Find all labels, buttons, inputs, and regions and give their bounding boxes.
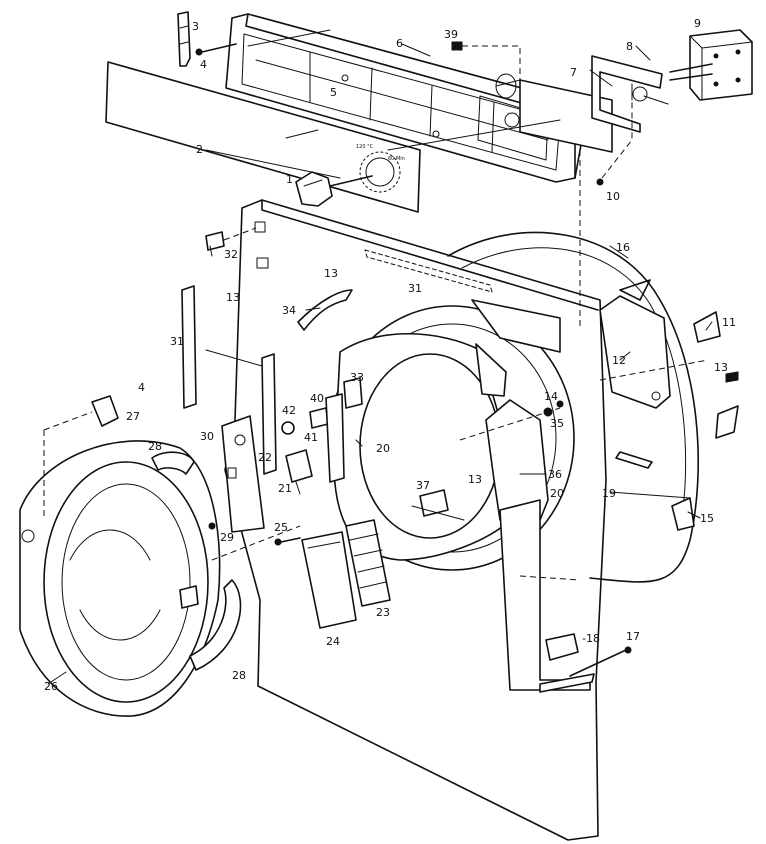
hinge-strip-28-top xyxy=(151,451,195,475)
leader-lines xyxy=(47,43,713,685)
bracket-part-8 xyxy=(591,55,669,133)
callout-5: 5 xyxy=(330,86,337,99)
callout-25: 25 xyxy=(274,521,288,534)
callout-labels: 1 2 3 4 4 5 6 7 8 9 10 11 12 13 13 13 13… xyxy=(44,17,736,693)
block-24 xyxy=(301,531,357,629)
dial-text-2: 60 Min xyxy=(388,156,405,162)
strip-31-left xyxy=(181,285,197,409)
screw-29 xyxy=(208,522,216,530)
filter-23 xyxy=(345,519,391,607)
callout-1: 1 xyxy=(286,173,293,186)
door-bowl-26 xyxy=(19,440,221,717)
callout-17: 17 xyxy=(626,630,640,643)
callout-13-a: 13 xyxy=(324,267,338,280)
door-switch-box xyxy=(669,29,753,101)
callout-31-left: 31 xyxy=(170,335,184,348)
clip-32 xyxy=(205,227,257,251)
callout-28-top: 28 xyxy=(148,440,162,453)
callout-27: 27 xyxy=(126,410,140,423)
nut-14 xyxy=(556,400,564,408)
callout-33: 33 xyxy=(350,371,364,384)
callout-12: 12 xyxy=(612,354,626,367)
callout-10: 10 xyxy=(606,190,620,203)
callout-13-d: 13 xyxy=(468,473,482,486)
assembly-guides xyxy=(43,29,709,581)
lock-21 xyxy=(285,449,313,495)
callout-13-c: 13 xyxy=(714,361,728,374)
callout-32: 32 xyxy=(224,248,238,261)
callout-7: 7 xyxy=(570,66,577,79)
door-hinge-bracket-36 xyxy=(471,299,591,691)
callout-40: 40 xyxy=(310,392,324,405)
callout-11: 11 xyxy=(722,316,736,329)
callout-24: 24 xyxy=(326,635,340,648)
washer-42 xyxy=(281,421,295,435)
callout-18: -18 xyxy=(582,632,600,645)
callout-28-bottom: 28 xyxy=(232,669,246,682)
callout-26: 26 xyxy=(44,680,58,693)
callout-3: 3 xyxy=(192,20,199,33)
callout-2: 2 xyxy=(196,143,203,156)
callout-19: 19 xyxy=(602,487,616,500)
callout-34: 34 xyxy=(282,304,296,317)
callout-13-b: 13 xyxy=(226,291,240,304)
callout-23: 23 xyxy=(376,606,390,619)
screw-25 xyxy=(274,537,301,546)
pin-17 xyxy=(569,646,632,677)
callout-15: 15 xyxy=(700,512,714,525)
callout-36: 36 xyxy=(548,468,562,481)
hinge-strip-28-bottom xyxy=(179,579,242,671)
latch-small xyxy=(615,451,653,469)
catch-33 xyxy=(343,377,363,409)
handle-34 xyxy=(297,289,353,331)
parts-37 xyxy=(411,489,465,521)
catch-40 xyxy=(325,393,345,483)
bracket-part-3 xyxy=(177,11,191,67)
screw-4-top xyxy=(195,43,237,56)
callout-22: 22 xyxy=(258,451,272,464)
hinge-27 xyxy=(43,395,119,431)
hinge-15 xyxy=(671,497,695,531)
callout-14: 14 xyxy=(544,390,558,403)
callout-16: 16 xyxy=(616,241,630,254)
callout-6: 6 xyxy=(396,37,403,50)
dial-text-1: 120 °C xyxy=(356,144,374,150)
callout-39: 39 xyxy=(444,28,458,41)
screw-39 xyxy=(451,41,521,80)
spring-18 xyxy=(545,633,579,661)
callout-29: 29 xyxy=(220,531,234,544)
callout-35: 35 xyxy=(550,417,564,430)
bottom-bracket xyxy=(539,673,595,693)
callout-21: 21 xyxy=(278,482,292,495)
bolt-13-right xyxy=(725,371,739,383)
callout-30: 30 xyxy=(200,430,214,443)
callout-9: 9 xyxy=(694,17,701,30)
clip-11 xyxy=(693,311,721,343)
callout-20-b: 20 xyxy=(550,487,564,500)
timer-knob xyxy=(295,171,373,207)
callout-4-top: 4 xyxy=(200,58,207,71)
door-seal-ring xyxy=(447,231,699,583)
callout-37: 37 xyxy=(416,479,430,492)
callout-8: 8 xyxy=(626,40,633,53)
callout-41: 41 xyxy=(304,431,318,444)
strip-31-mid xyxy=(205,349,277,475)
callout-20-a: 20 xyxy=(376,442,390,455)
screw-10 xyxy=(596,96,633,186)
nut-41 xyxy=(309,407,329,429)
hinge-plate-12 xyxy=(599,295,671,409)
fascia-plate: 120 °C 60 Min xyxy=(105,61,421,213)
callout-42: 42 xyxy=(282,404,296,417)
clip-unlabeled xyxy=(715,405,739,439)
callout-4-left: 4 xyxy=(138,381,145,394)
switch-plate xyxy=(495,73,613,153)
bracket-30 xyxy=(221,415,265,533)
callout-31-panel: 31 xyxy=(408,282,422,295)
